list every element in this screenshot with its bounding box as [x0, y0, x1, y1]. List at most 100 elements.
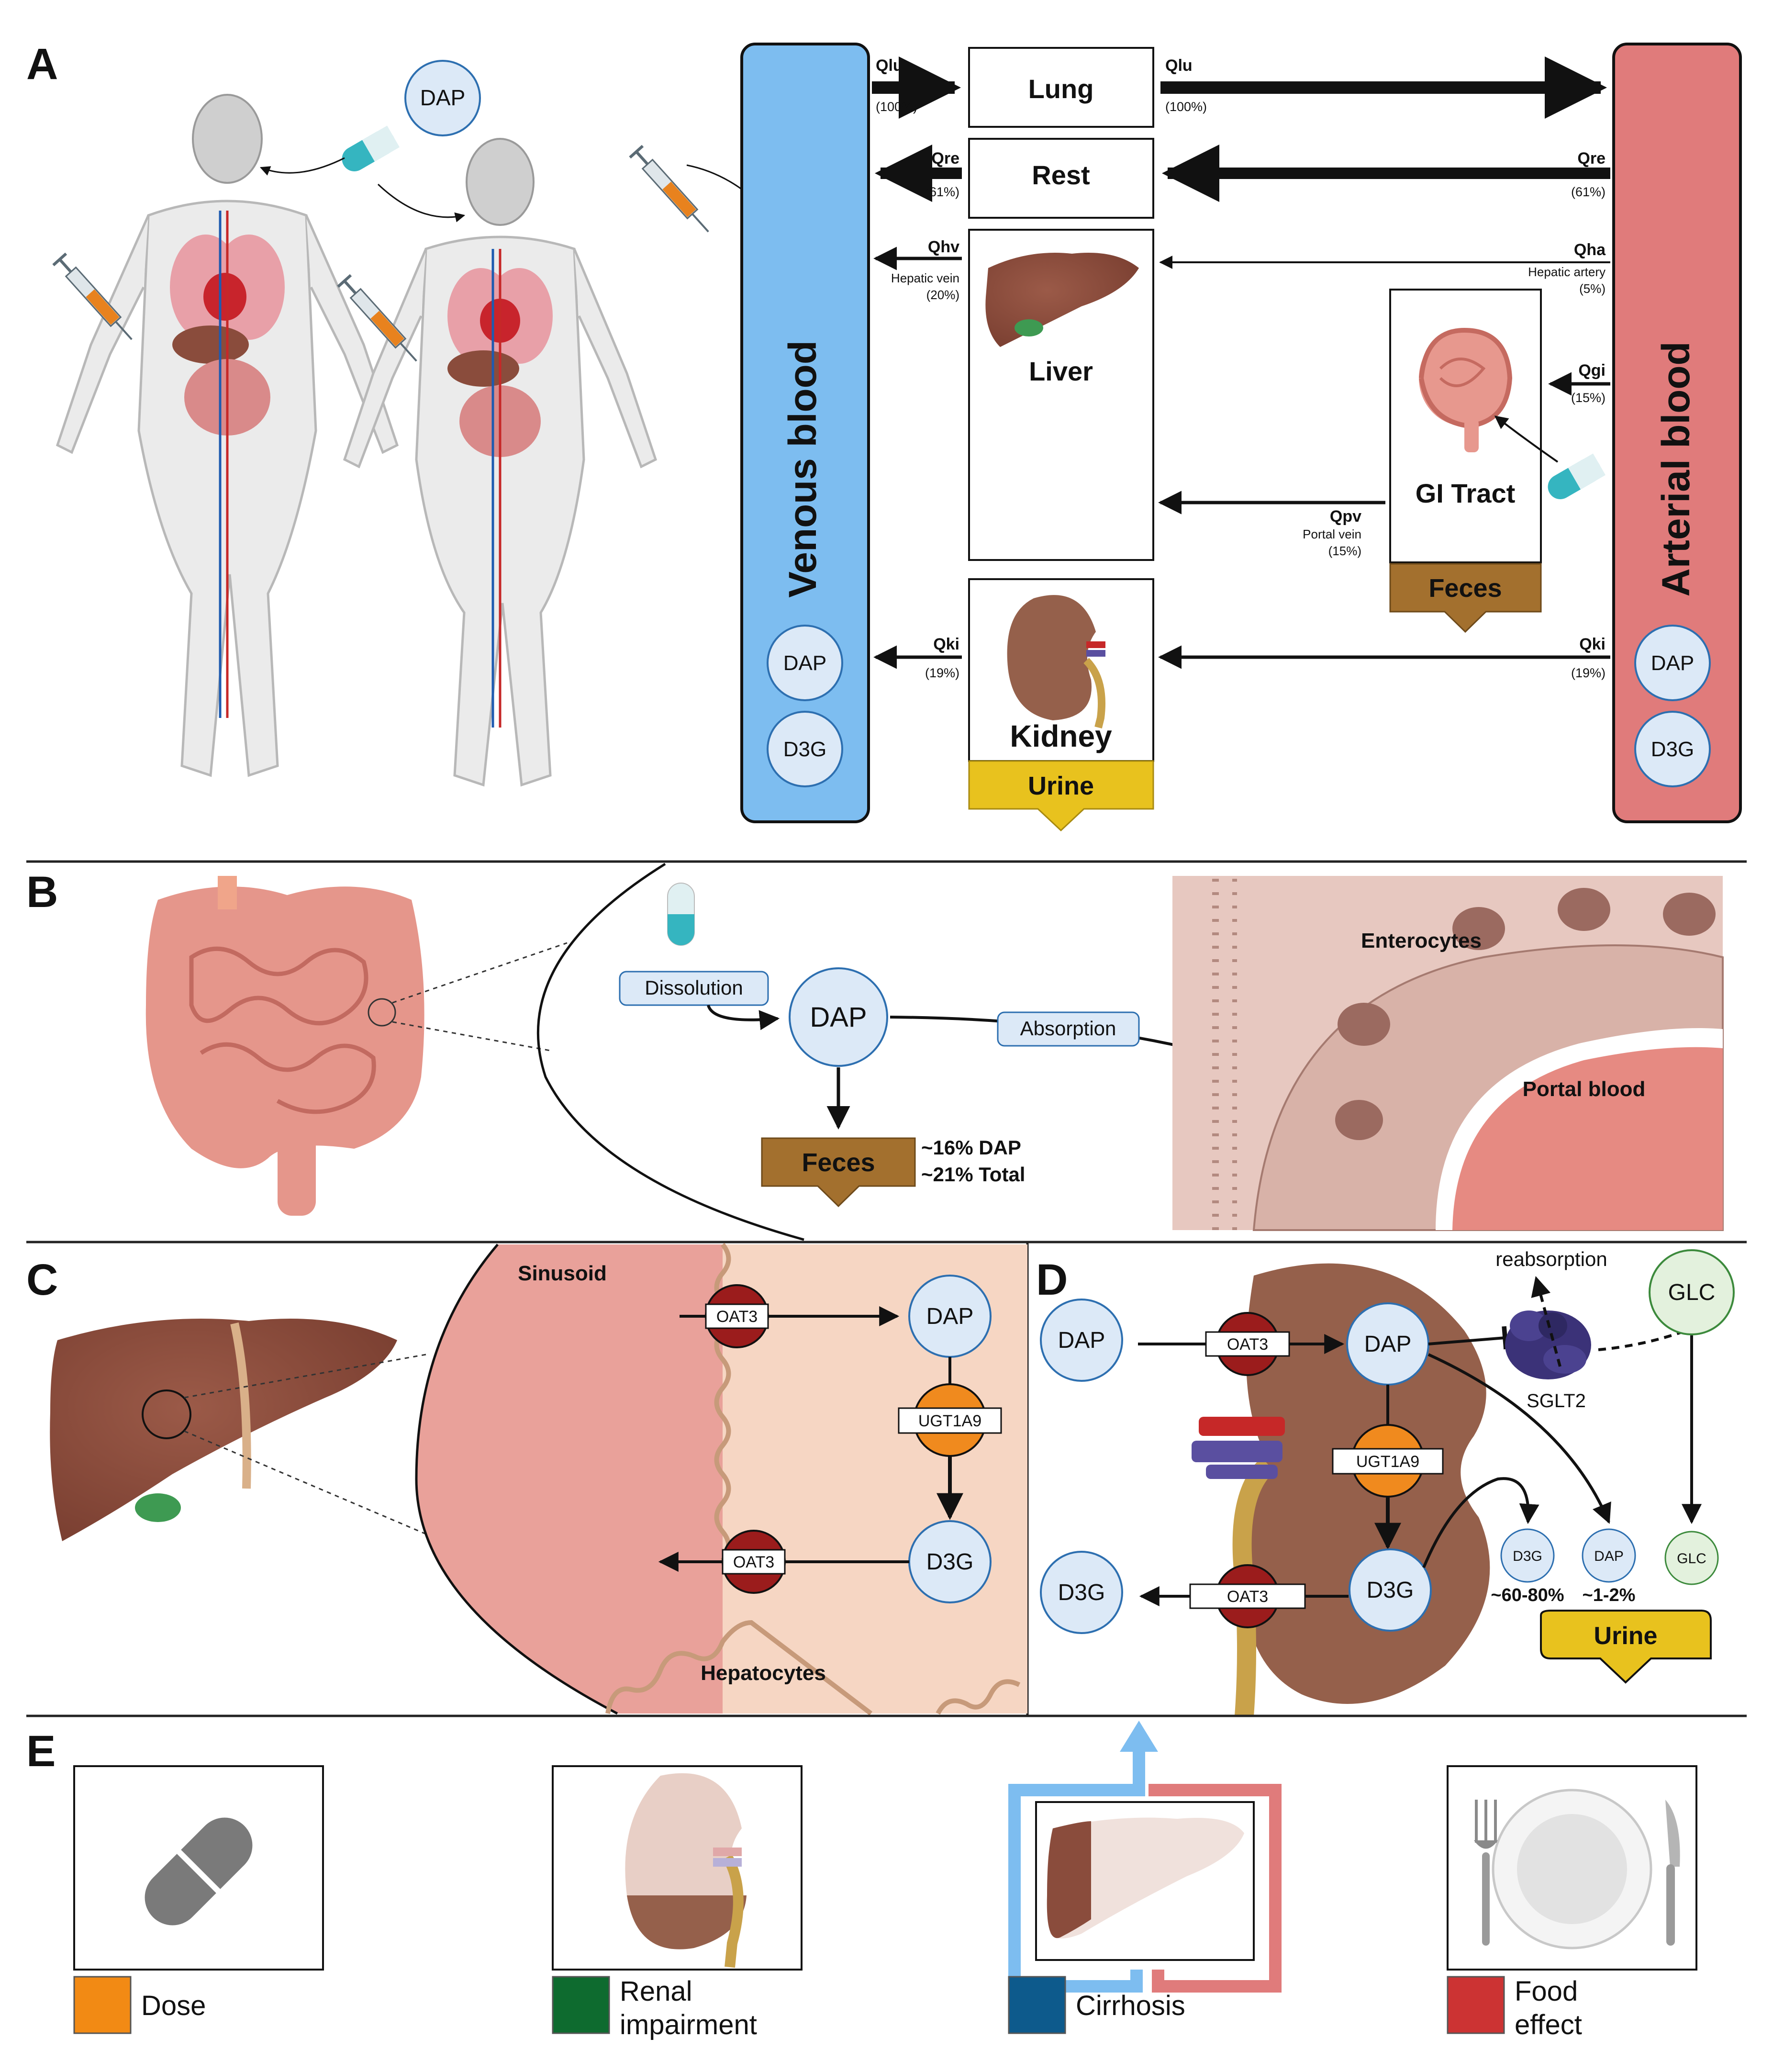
oat3-out-box	[722, 1549, 786, 1575]
cirrhosis-shunt-icon	[1008, 1721, 1282, 1993]
oat3-in-label: OAT3	[716, 1308, 758, 1326]
urine-pct-d3g: ~60-80%	[1491, 1585, 1564, 1605]
flow-label-qgi: Qgi	[1578, 361, 1606, 380]
ugt1a9-box-d	[1332, 1448, 1444, 1475]
oat3-out-label: OAT3	[733, 1553, 774, 1571]
oat3-out-label-d: OAT3	[1227, 1588, 1268, 1606]
absorption-label: Absorption	[1020, 1017, 1116, 1040]
urine-tag-d	[1540, 1610, 1712, 1684]
lung-box	[968, 47, 1154, 128]
liver-illustration	[50, 1319, 398, 1541]
flow-label-qlu-venous: Qlu	[876, 56, 903, 75]
panel-a: A DAP	[26, 40, 1742, 832]
panel-c: C Sinusoid Hepatocytes OAT3 DAP UGT1A9 D…	[26, 1243, 1027, 1715]
arterial-d3g-circle: D3G	[1634, 711, 1711, 787]
food-legend-label-line2: effect	[1515, 2009, 1582, 2040]
capsule-icon	[667, 883, 695, 946]
dissolution-arrow	[707, 1004, 780, 1030]
glc-circle	[1649, 1249, 1735, 1335]
flow-label-qki-arterial: Qki	[1579, 635, 1606, 653]
d3g-out-label: D3G	[1058, 1580, 1105, 1605]
d3g-label-c: D3G	[926, 1549, 974, 1575]
syringe-icon	[629, 145, 709, 233]
intestine-icon	[1419, 327, 1513, 452]
urine-d3g-label: D3G	[1513, 1548, 1542, 1564]
flow-pct-qki-venous: (19%)	[925, 666, 959, 680]
flow-pct-qgi: (15%)	[1571, 391, 1606, 405]
reabsorption-label: reabsorption	[1495, 1248, 1607, 1270]
dap-badge-circle	[404, 60, 481, 136]
panel-c-letter: C	[26, 1255, 58, 1304]
feces-output-label: Feces	[1428, 574, 1502, 603]
plate-icon	[1492, 1789, 1652, 1949]
rest-label: Rest	[1032, 160, 1090, 190]
flow-label-qha: Qha	[1574, 241, 1606, 259]
urine-d3g-circle	[1500, 1528, 1555, 1583]
dap-in-circle	[1040, 1299, 1123, 1382]
flow-label-qre-venous: Qre	[931, 149, 959, 168]
panel-b-letter: B	[26, 868, 58, 917]
dissolution-label: Dissolution	[645, 976, 743, 999]
flow-pct-qhv: (20%)	[926, 288, 959, 302]
d3g-circle-d	[1349, 1548, 1432, 1632]
dap-badge-label: DAP	[420, 85, 466, 110]
oat3-in-box	[705, 1303, 769, 1329]
arterial-d3g-label: D3G	[1651, 738, 1694, 761]
kidney-icon	[625, 1773, 747, 1968]
capsule-icon	[1548, 453, 1606, 499]
zoom-boundary	[415, 1243, 618, 1715]
enterocytes-label: Enterocytes	[1361, 929, 1482, 952]
pill-icon	[145, 1817, 253, 1926]
cirrhosis-legend-label: Cirrhosis	[1076, 1990, 1185, 2021]
venous-d3g-label: D3G	[783, 738, 826, 761]
urine-dap-circle	[1582, 1528, 1636, 1583]
dap-in-label: DAP	[1058, 1328, 1105, 1353]
dose-legend-label: Dose	[141, 1990, 206, 2021]
hepatocytes-label: Hepatocytes	[701, 1661, 826, 1685]
urine-pct-dap: ~1-2%	[1583, 1585, 1636, 1605]
urine-output-tag	[968, 760, 1154, 832]
capsule-icon	[342, 125, 400, 171]
dose-arrow-female	[377, 183, 466, 223]
urine-glc-label: GLC	[1677, 1551, 1706, 1567]
flow-pct-qpv: (15%)	[1328, 544, 1361, 558]
flow-label-qki-venous: Qki	[933, 635, 959, 653]
arterial-dap-label: DAP	[1651, 651, 1694, 675]
glc-label: GLC	[1668, 1280, 1716, 1305]
dap-label-d: DAP	[1364, 1332, 1412, 1357]
oat3-in-label-d: OAT3	[1227, 1335, 1268, 1354]
feces-pct-total: ~21% Total	[921, 1163, 1025, 1186]
panel-a-letter: A	[26, 40, 58, 89]
syringe-icon	[52, 252, 133, 340]
flow-label-qhv: Qhv	[928, 238, 959, 256]
sglt2-label: SGLT2	[1527, 1390, 1586, 1411]
rest-box	[968, 138, 1154, 219]
dissolution-box	[619, 971, 769, 1006]
flow-sub-qhv: Hepatic vein	[891, 271, 959, 285]
urine-glc-circle	[1664, 1531, 1719, 1585]
venous-d3g-circle: D3G	[767, 711, 843, 787]
flow-sub-qha: Hepatic artery	[1528, 265, 1606, 279]
dap-label-c: DAP	[926, 1304, 974, 1329]
d3g-out-circle	[1040, 1551, 1123, 1634]
sinusoid-label: Sinusoid	[518, 1262, 607, 1285]
renal-legend-label-line2: impairment	[620, 2009, 757, 2040]
kidney-organ-icon	[1007, 595, 1096, 720]
flow-sub-qpv: Portal vein	[1303, 527, 1361, 541]
venous-dap-label: DAP	[783, 651, 826, 675]
urine-label-d: Urine	[1594, 1622, 1658, 1650]
human-figure-female	[343, 138, 658, 787]
arterial-dap-circle: DAP	[1634, 625, 1711, 701]
panel-e-letter: E	[26, 1727, 56, 1776]
feces-pct-dap: ~16% DAP	[921, 1136, 1021, 1159]
fork-icon	[1474, 1800, 1498, 1946]
ugt1a9-box	[898, 1407, 1002, 1434]
oral-dose-arrow	[1494, 415, 1559, 463]
panel-d-letter: D	[1036, 1255, 1068, 1304]
cirrhotic-liver-icon	[1047, 1817, 1244, 1938]
food-legend-label-line1: Food	[1515, 1976, 1578, 2007]
flow-pct-qha: (5%)	[1579, 281, 1606, 296]
enterocyte-layer	[1172, 876, 1724, 1231]
cirrhosis-legend-swatch	[1008, 1976, 1066, 2034]
feces-tag-b	[761, 1137, 916, 1208]
